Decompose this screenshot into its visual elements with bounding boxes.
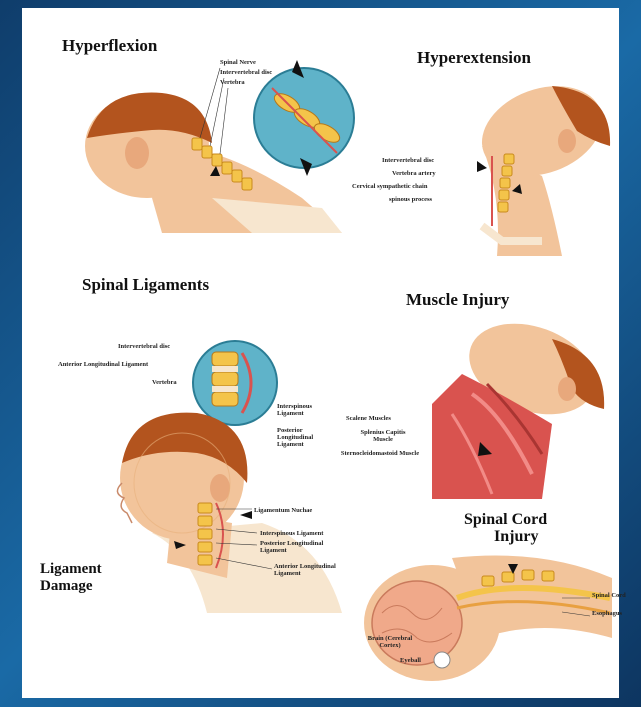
label-anterior-longitudinal-ligament-2: Anterior Longitudinal Ligament (274, 564, 344, 578)
label-cervical-sympathetic-chain: Cervical sympathetic chain (352, 184, 427, 191)
label-spinous-process: spinous process (389, 197, 432, 204)
label-vertebra-artery: Vertebra artery (392, 171, 436, 178)
spinal-ligaments-title: Spinal Ligaments (82, 275, 209, 295)
muscle-injury-title: Muscle Injury (406, 290, 509, 310)
hyperflexion-figure (42, 58, 362, 233)
label-vertebra-2: Vertebra (152, 380, 177, 387)
label-sternocleidomastoid-muscle: Sternocleidomastoid Muscle (340, 451, 420, 458)
label-spinal-cord: Spinal Cord (592, 593, 626, 600)
label-interspinous-ligament-2: Interspinous Ligament (260, 531, 323, 538)
label-vertebra: Vertebra (220, 80, 245, 87)
ligament-damage-title-line2: Damage (40, 578, 93, 595)
muscle-injury-figure (432, 314, 612, 499)
label-anterior-longitudinal-ligament: Anterior Longitudinal Ligament (58, 362, 148, 369)
label-splenius-capitis-muscle: Splenius Capitis Muscle (352, 430, 414, 444)
label-posterior-longitudinal-ligament-2: Posterior Longitudinal Ligament (260, 541, 330, 555)
hyperextension-figure (442, 76, 612, 256)
label-esophagus: Esophagus (592, 611, 622, 618)
label-intervertebral-disc-3: Intervertebral disc (118, 344, 170, 351)
label-eyeball: Eyeball (400, 658, 421, 665)
label-ligamentum-nuchae: Ligamentum Nuchae (254, 508, 312, 515)
label-intervertebral-disc-2: Intervertebral disc (382, 158, 434, 165)
ligament-damage-figure (112, 403, 352, 613)
label-intervertebral-disc: Intervertebral disc (220, 70, 272, 77)
spinal-cord-injury-figure (362, 538, 612, 688)
spinal-cord-injury-title-line1: Spinal Cord (464, 511, 547, 529)
label-scalene-muscles: Scalene Muscles (346, 416, 391, 423)
label-brain-cerebral-cortex: Brain (Cerebral Cortex) (360, 636, 420, 650)
hyperflexion-title: Hyperflexion (62, 36, 157, 56)
ligament-damage-title-line1: Ligament (40, 561, 102, 578)
illustration-panel: Hyperflexion (22, 8, 619, 698)
label-spinal-nerve: Spinal Nerve (220, 60, 256, 67)
hyperextension-title: Hyperextension (417, 48, 531, 68)
